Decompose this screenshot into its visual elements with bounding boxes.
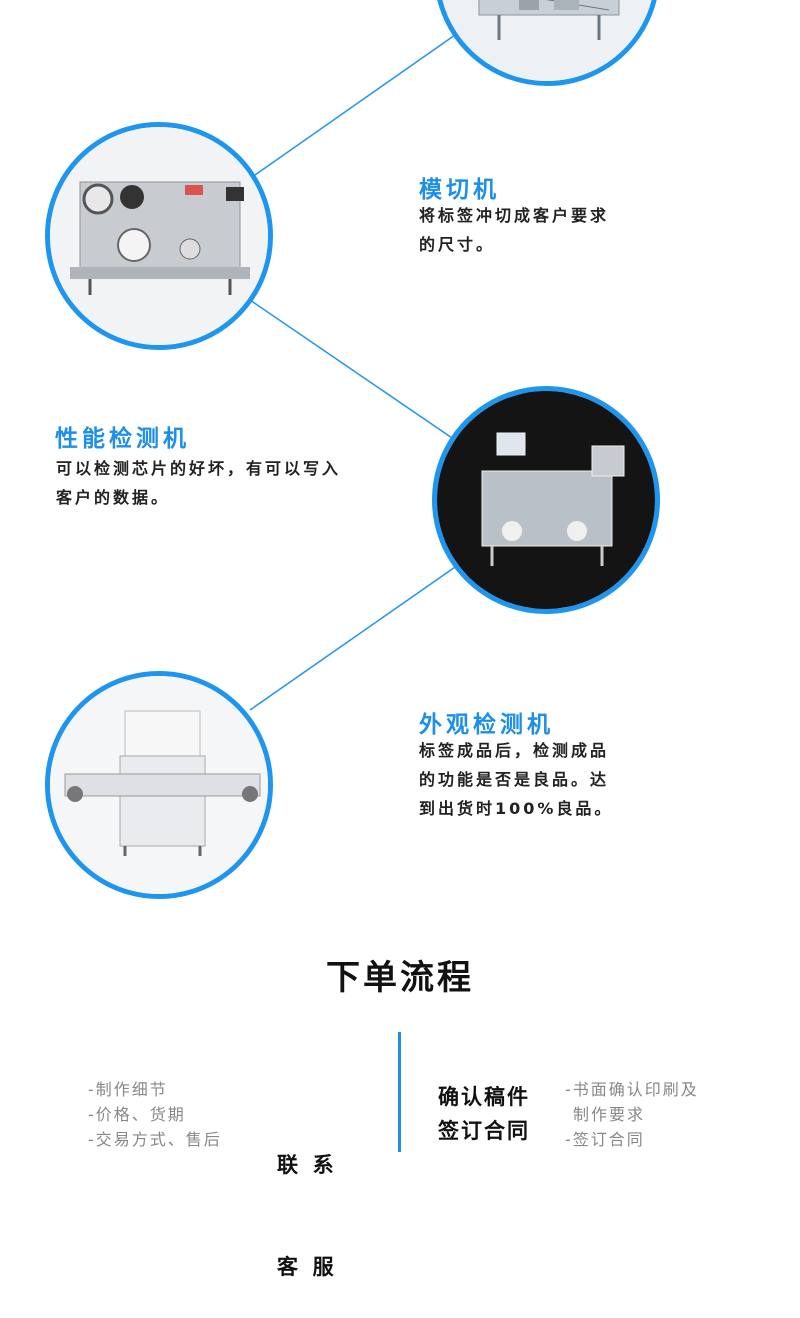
note-line: -价格、货期 [88, 1105, 186, 1124]
feature-title-appearance-test: 外观检测机 [419, 712, 554, 738]
feature-desc-die-cutting: 将标签冲切成客户要求 的尺寸。 [419, 201, 609, 259]
desc-line: 到出货时100%良品。 [419, 799, 614, 818]
machine-photo-top [434, 0, 660, 86]
step-line: 签订合同 [438, 1119, 530, 1143]
step-line: 联 系 [277, 1153, 334, 1177]
desc-line: 的功能是否是良品。达 [419, 770, 610, 789]
right-notes: -书面确认印刷及 制作要求 -签订合同 [565, 1077, 699, 1152]
appearance-test-machine-photo [45, 671, 273, 899]
step-contact-service: 联 系 客 服 [277, 1080, 334, 1318]
die-cutting-machine-photo [45, 122, 273, 350]
note-line: -签订合同 [565, 1130, 645, 1149]
desc-line: 客户的数据。 [56, 488, 171, 507]
desc-line: 将标签冲切成客户要求 [419, 206, 610, 225]
feature-desc-performance-test: 可以检测芯片的好坏，有可以写入 客户的数据。 [56, 454, 341, 512]
performance-test-machine-photo [432, 386, 660, 614]
step-confirm-sign: 确认稿件 签订合同 [438, 1080, 530, 1148]
flow-divider [398, 1032, 401, 1152]
feature-title-die-cutting: 模切机 [419, 177, 500, 203]
step-line: 确认稿件 [438, 1085, 530, 1109]
desc-line: 的尺寸。 [419, 235, 496, 254]
left-notes: -制作细节 -价格、货期 -交易方式、售后 [88, 1077, 222, 1152]
feature-title-performance-test: 性能检测机 [55, 426, 190, 452]
feature-desc-appearance-test: 标签成品后，检测成品 的功能是否是良品。达 到出货时100%良品。 [419, 736, 613, 823]
connector-lines [249, 34, 459, 711]
note-line: -书面确认印刷及 [565, 1080, 699, 1099]
note-line: 制作要求 [573, 1105, 646, 1124]
note-line: -交易方式、售后 [88, 1130, 222, 1149]
step-line: 客 服 [277, 1255, 334, 1279]
note-line: -制作细节 [88, 1080, 168, 1099]
order-flow-title: 下单流程 [326, 958, 474, 998]
desc-line: 标签成品后，检测成品 [419, 741, 610, 760]
desc-line: 可以检测芯片的好坏，有可以写入 [56, 459, 342, 478]
